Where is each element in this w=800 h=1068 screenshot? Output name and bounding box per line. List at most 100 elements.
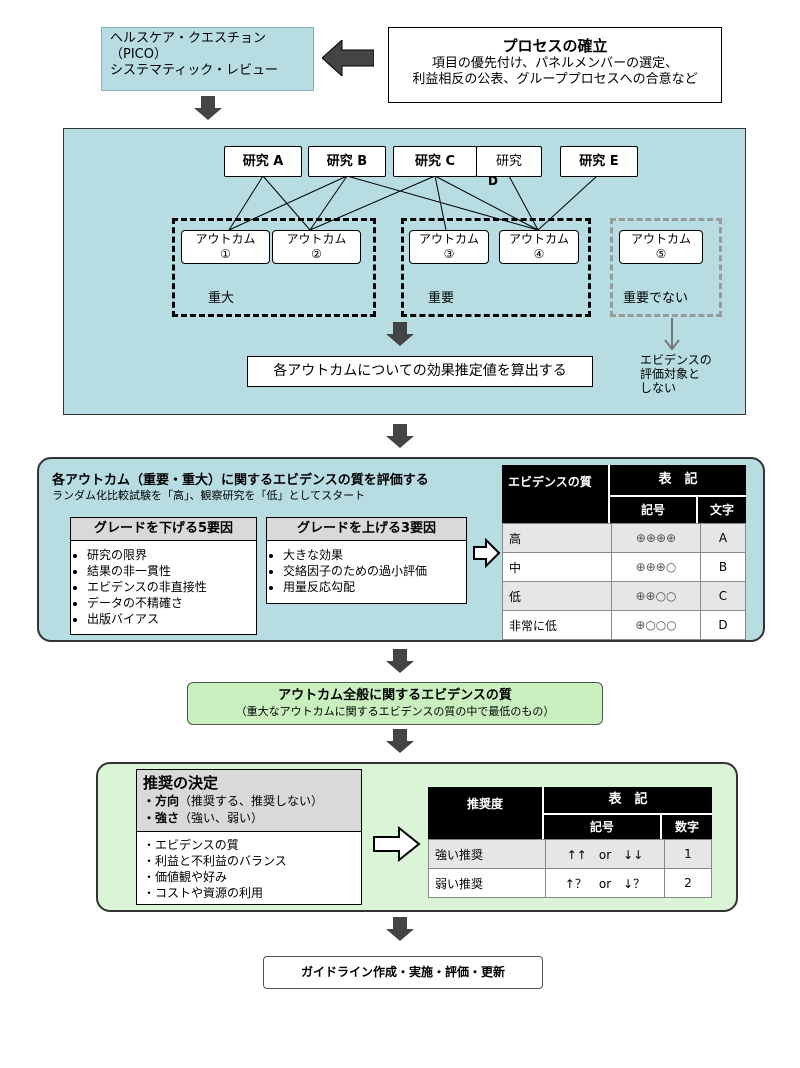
not-evaluated-line1: エビデンスの [640, 353, 712, 367]
line-a-2 [262, 175, 311, 231]
thin-down-arrow-icon [664, 318, 680, 351]
outcome-4: アウトカム ④ [499, 230, 579, 264]
quality-title: 各アウトカム（重要・重大）に関するエビデンスの質を評価する [52, 473, 429, 488]
rec-number: 2 [664, 868, 712, 898]
down-arrow-icon [386, 649, 414, 673]
table-row: 強い推奨 ↑↑ or ↓↓ 1 [428, 839, 712, 869]
up-factors-box: グレードを上げる3要因 大きな効果 交絡因子のための過小評価 用量反応勾配 [266, 517, 467, 604]
up-factor-item: 交絡因子のための過小評価 [283, 563, 466, 579]
pico-line2: （PICO） [110, 47, 167, 62]
down-factor-item: エビデンスの非直接性 [87, 579, 256, 595]
up-factor-item: 用量反応勾配 [283, 579, 466, 595]
rec-symbol: ↑？ or ↓？ [545, 868, 665, 898]
down-factors-title: グレードを下げる5要因 [71, 518, 256, 541]
rec-table-body: 強い推奨 ↑↑ or ↓↓ 1 弱い推奨 ↑？ or ↓？ 2 [428, 839, 712, 898]
down-factor-item: 出版バイアス [87, 611, 256, 627]
quality-col-letter: 文字 [698, 497, 746, 523]
study-e: 研究 E [560, 146, 638, 177]
quality-level: 高 [502, 523, 612, 553]
line-b-2 [309, 175, 348, 231]
not-evaluated-note: エビデンスの 評価対象と しない [640, 353, 712, 395]
quality-letter: D [700, 610, 746, 640]
study-d-sub: D [488, 174, 498, 188]
quality-letter: A [700, 523, 746, 553]
rec-level: 強い推奨 [428, 839, 546, 869]
study-a: 研究 A [224, 146, 302, 177]
rec-number: 1 [664, 839, 712, 869]
outcome-3-num: ③ [443, 247, 455, 261]
overall-quality-box: アウトカム全般に関するエビデンスの質 （重大なアウトカムに関するエビデンスの質の… [187, 682, 603, 725]
group-not-important-label: 重要でない [623, 291, 689, 306]
factor-item: ・利益と不利益のバランス [143, 854, 287, 868]
quality-level: 低 [502, 581, 612, 611]
recommendation-title: 推奨の決定 [143, 774, 219, 792]
outcome-2: アウトカム ② [272, 230, 361, 264]
quality-table: エビデンスの質 表 記 記号 文字 高 ⊕⊕⊕⊕ A 中 ⊕⊕⊕○ B 低 ⊕⊕… [502, 465, 746, 640]
pico-line3: システマティック・レビュー [110, 63, 278, 78]
outcome-1-label: アウトカム [195, 232, 256, 246]
down-factors-box: グレードを下げる5要因 研究の限界 結果の非一貫性 エビデンスの非直接性 データ… [70, 517, 257, 635]
factor-item: ・価値観や好み [143, 870, 228, 884]
process-title: プロセスの確立 [502, 37, 608, 55]
factor-item: ・コストや資源の利用 [143, 886, 264, 900]
outcome-5-label: アウトカム [630, 232, 691, 246]
recommendation-strength: ・強さ（強い、弱い） [143, 810, 355, 827]
down-factor-item: 研究の限界 [87, 547, 256, 563]
quality-symbol: ⊕⊕⊕○ [611, 552, 701, 582]
hollow-right-arrow-icon [373, 826, 421, 862]
quality-col-notation: 表 記 [610, 465, 746, 497]
table-row: 低 ⊕⊕○○ C [502, 581, 746, 611]
outcome-1-num: ① [220, 247, 231, 261]
study-b-label: 研究 B [326, 154, 368, 169]
line-a-1 [228, 175, 264, 231]
down-factor-item: 結果の非一貫性 [87, 563, 256, 579]
study-outcome-lines [228, 175, 598, 231]
table-row: 弱い推奨 ↑？ or ↓？ 2 [428, 868, 712, 898]
line-e-4 [537, 175, 598, 231]
group-critical [172, 218, 376, 317]
line-c-3 [434, 175, 447, 231]
down-arrow-icon [386, 729, 414, 753]
quality-level: 非常に低 [502, 610, 612, 640]
rec-level: 弱い推奨 [428, 868, 546, 898]
group-not-important [610, 218, 722, 317]
process-line2: 利益相反の公表、グループプロセスへの合意など [412, 72, 698, 87]
study-b: 研究 B [308, 146, 386, 177]
recommendation-factors: ・エビデンスの質 ・利益と不利益のバランス ・価値観や好み ・コストや資源の利用 [137, 832, 361, 906]
quality-table-header: エビデンスの質 表 記 記号 文字 [502, 465, 746, 523]
table-row: 高 ⊕⊕⊕⊕ A [502, 523, 746, 553]
up-factors-list: 大きな効果 交絡因子のための過小評価 用量反応勾配 [267, 547, 466, 595]
up-factors-title: グレードを上げる3要因 [267, 518, 466, 541]
process-box: プロセスの確立 項目の優先付け、パネルメンバーの選定、 利益相反の公表、グループ… [388, 27, 722, 103]
down-arrow-icon [386, 424, 414, 448]
outcome-4-label: アウトカム [508, 232, 569, 246]
direction-text: （推奨する、推奨しない） [179, 794, 324, 808]
up-factor-item: 大きな効果 [283, 547, 466, 563]
rec-table-header: 推奨度 表 記 記号 数字 [428, 787, 712, 839]
recommendation-box: 推奨の決定 ・方向（推奨する、推奨しない） ・強さ（強い、弱い） ・エビデンスの… [136, 769, 362, 905]
line-c-4 [434, 175, 539, 231]
outcome-4-num: ④ [533, 247, 545, 261]
quality-symbol: ⊕⊕○○ [611, 581, 701, 611]
group-critical-label: 重大 [208, 291, 235, 306]
study-d: 研究 [476, 146, 542, 177]
down-arrow-icon [386, 322, 414, 346]
process-line1: 項目の優先付け、パネルメンバーの選定、 [431, 56, 679, 71]
effect-estimate-box: 各アウトカムについての効果推定値を算出する [247, 356, 593, 387]
rec-symbol: ↑↑ or ↓↓ [545, 839, 665, 869]
recommendation-table: 推奨度 表 記 記号 数字 強い推奨 ↑↑ or ↓↓ 1 弱い推奨 ↑？ or… [428, 787, 712, 898]
down-factor-item: データの不精確さ [87, 595, 256, 611]
outcome-5-num: ⑤ [655, 247, 667, 261]
group-important [401, 218, 591, 317]
hollow-right-arrow-icon [473, 538, 501, 568]
quality-col-evidence: エビデンスの質 [502, 465, 610, 523]
table-row: 中 ⊕⊕⊕○ B [502, 552, 746, 582]
factor-item: ・エビデンスの質 [143, 838, 239, 852]
recommendation-header: 推奨の決定 ・方向（推奨する、推奨しない） ・強さ（強い、弱い） [137, 770, 361, 832]
strength-label: ・強さ [143, 811, 180, 825]
study-a-label: 研究 A [242, 154, 284, 169]
quality-letter: C [700, 581, 746, 611]
not-evaluated-line3: しない [640, 381, 677, 395]
study-c-label: 研究 C [414, 154, 456, 169]
down-arrow-icon [194, 96, 222, 120]
